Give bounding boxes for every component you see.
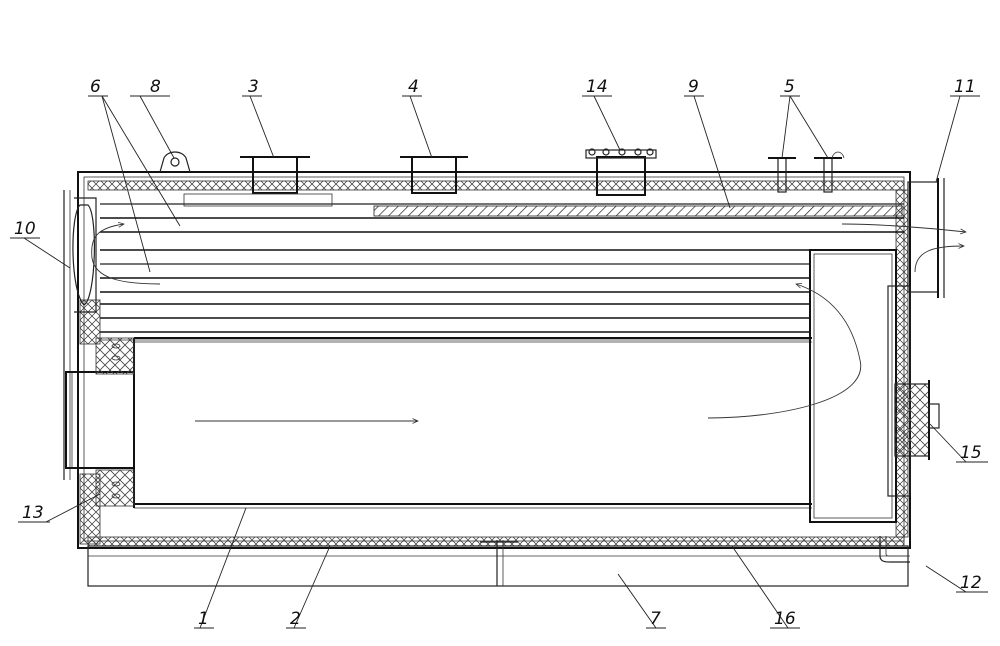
base-frame [87,540,909,587]
lifting-eye-8 [159,151,191,173]
callout-labels: 8 3 4 14 9 5 11 6 10 13 1 2 7 16 12 15 [14,77,982,629]
callout-11: 11 [954,77,976,97]
safety-valve-14 [585,148,657,196]
flue-outlet-11 [907,178,945,298]
callout-10: 10 [14,219,36,239]
nozzle-4 [400,156,468,194]
callout-5: 5 [784,77,795,97]
leader-lines [10,95,988,629]
rear-door-15 [887,285,940,497]
callout-2: 2 [290,609,301,629]
callout-9: 9 [688,77,699,97]
reversing-chamber [809,249,897,523]
callout-8: 8 [150,77,161,97]
outer-casing [77,171,911,549]
gas-flow-arrows [91,224,966,421]
callout-16: 16 [774,609,796,629]
callout-6: 6 [90,77,101,97]
insulation-layer [79,180,909,547]
callout-15: 15 [960,443,982,463]
furnace-1 [95,337,812,509]
callout-1: 1 [198,609,209,629]
callout-12: 12 [960,573,982,593]
fire-tube-bundle [100,193,904,341]
callout-7: 7 [650,609,661,629]
callout-3: 3 [248,77,259,97]
nozzle-3 [240,156,310,194]
turbulator-9 [373,205,903,217]
callout-4: 4 [408,77,419,97]
callout-13: 13 [22,503,44,523]
drain-pipe-12 [879,536,910,563]
callout-14: 14 [586,77,608,97]
